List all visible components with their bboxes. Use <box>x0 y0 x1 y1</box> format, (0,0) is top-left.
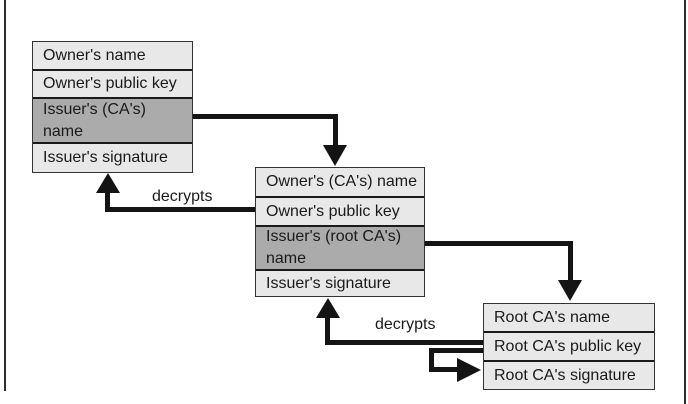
arrow-segment <box>105 191 110 212</box>
arrowhead-down-icon <box>558 280 582 301</box>
row-issuers-signature: Issuer's signature <box>256 269 424 296</box>
arrow-segment <box>429 348 434 372</box>
page-border-right <box>684 0 686 404</box>
arrow-segment <box>333 114 338 146</box>
row-label: Issuer's signature <box>266 274 391 292</box>
arrowhead-down-icon <box>323 145 347 166</box>
arrowhead-up-icon <box>316 298 340 318</box>
row-label: Owner's (CA's) name <box>266 173 418 190</box>
row-label: Owner's public key <box>43 75 177 92</box>
row-root-cas-name: Root CA's name <box>484 304 654 331</box>
ca-certificate-box: Owner's (CA's) name Owner's public key I… <box>255 167 425 297</box>
row-issuers-ca-name: Issuer's (CA's) name <box>33 97 192 142</box>
arrowhead-right-icon <box>457 358 481 382</box>
arrow-segment <box>429 348 483 353</box>
row-label: Issuer's (CA's) name <box>43 100 147 140</box>
row-label: Issuer's signature <box>43 149 168 166</box>
row-owners-public-key: Owner's public key <box>256 196 424 225</box>
arrow-segment <box>568 241 573 281</box>
row-label: Owner's name <box>43 46 146 64</box>
row-label: Root CA's name <box>494 308 610 326</box>
root-ca-certificate-box: Root CA's name Root CA's public key Root… <box>483 303 655 390</box>
arrow-segment <box>425 241 573 246</box>
row-root-cas-public-key: Root CA's public key <box>484 331 654 360</box>
arrowhead-up-icon <box>96 173 120 193</box>
decrypts-label-lower: decrypts <box>375 316 436 333</box>
arrow-segment <box>193 114 338 119</box>
row-owners-cas-name: Owner's (CA's) name <box>256 168 424 196</box>
row-issuers-root-cas-name: Issuer's (root CA's) name <box>256 225 424 269</box>
decrypts-label-upper: decrypts <box>152 188 213 205</box>
row-owners-name: Owner's name <box>33 42 192 69</box>
row-label: Root CA's signature <box>494 366 636 384</box>
row-label: Root CA's public key <box>494 337 642 355</box>
row-label: Owner's public key <box>266 202 400 220</box>
row-root-cas-signature: Root CA's signature <box>484 360 654 389</box>
row-owners-public-key: Owner's public key <box>33 69 192 97</box>
arrow-segment <box>105 207 255 212</box>
arrow-segment <box>429 367 459 372</box>
page-border-left <box>4 0 6 391</box>
arrow-segment <box>325 316 330 343</box>
arrow-segment <box>325 340 483 345</box>
row-issuers-signature: Issuer's signature <box>33 142 192 172</box>
row-label: Issuer's (root CA's) name <box>266 228 402 267</box>
owner-certificate-box: Owner's name Owner's public key Issuer's… <box>32 41 193 173</box>
